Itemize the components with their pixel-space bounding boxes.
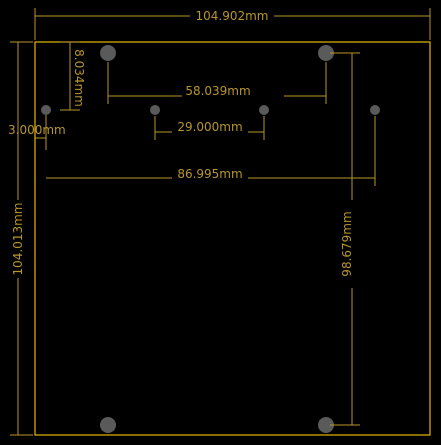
board-outline[interactable] <box>34 41 431 436</box>
label-inner-hole-spacing: 29.000mm <box>177 120 242 134</box>
dimension-labels: 104.902mm 104.013mm 8.034mm 3.000mm 58.0… <box>8 9 354 277</box>
mounting-hole-large-top-right[interactable] <box>318 45 334 61</box>
mounting-hole-small-inner-right[interactable] <box>259 105 269 115</box>
mounting-holes <box>41 45 380 433</box>
label-board-height: 104.013mm <box>11 202 25 275</box>
mounting-hole-small-right[interactable] <box>370 105 380 115</box>
label-board-width: 104.902mm <box>195 9 268 23</box>
label-top-offset: 8.034mm <box>72 49 86 107</box>
mounting-hole-small-inner-left[interactable] <box>150 105 160 115</box>
mounting-hole-large-bottom-left[interactable] <box>100 417 116 433</box>
mounting-hole-large-top-left[interactable] <box>100 45 116 61</box>
mounting-hole-small-left[interactable] <box>41 105 51 115</box>
dimension-lines <box>10 8 431 436</box>
mounting-hole-large-bottom-right[interactable] <box>318 417 334 433</box>
label-large-hole-spacing: 58.039mm <box>185 84 250 98</box>
label-edge-offset: 3.000mm <box>8 123 66 137</box>
label-vertical-hole-spacing: 98.679mm <box>340 211 354 276</box>
label-outer-hole-spacing: 86.995mm <box>177 167 242 181</box>
